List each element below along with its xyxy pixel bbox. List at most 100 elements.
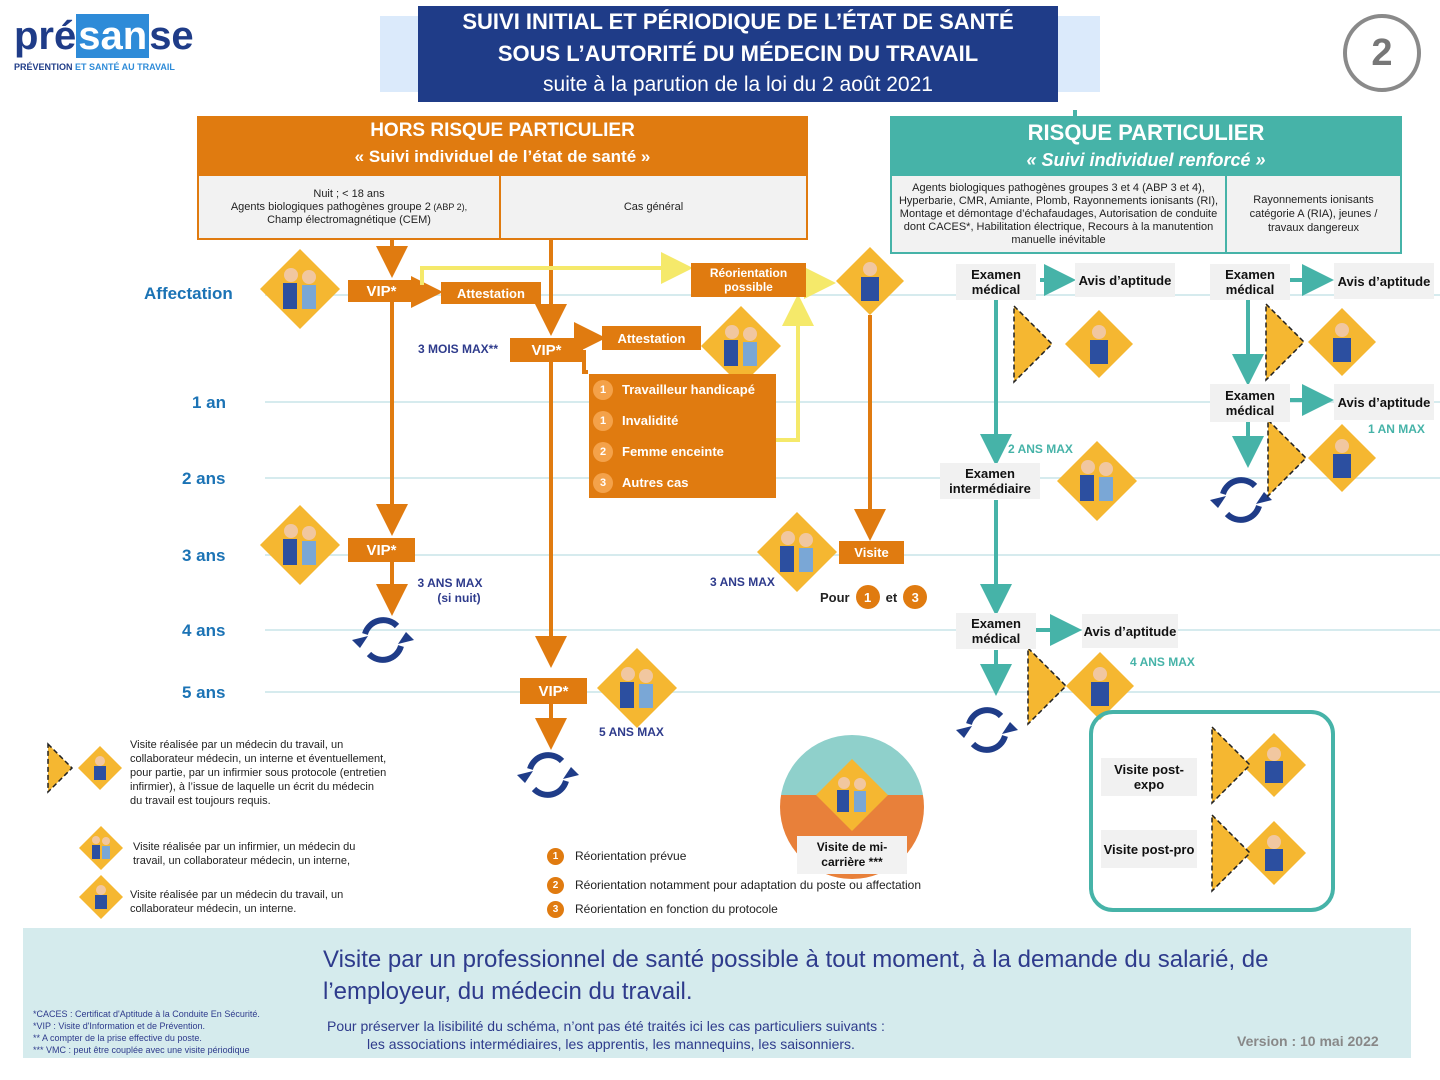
case-box-general: Cas général — [499, 174, 808, 240]
three-years-label: 3 ANS MAX — [710, 575, 775, 589]
pour-label: Pour — [820, 589, 850, 605]
legend-text-2: Visite réalisée par un infirmier, un méd… — [133, 841, 356, 867]
reorientation-legend-item: 2 Réorientation notamment pour adaptatio… — [547, 876, 947, 894]
logo-text-pre: pré — [14, 14, 77, 58]
logo-tagline-b: ET SANTÉ AU TRAVAIL — [75, 62, 175, 72]
title-line-3: suite à la parution de la loi du 2 août … — [543, 73, 933, 96]
special-case-row: 2 Femme enceinte — [589, 436, 776, 467]
three-years-night-label: 3 ANS MAX (si nuit) — [410, 576, 490, 606]
legend-text-3: Visite réalisée par un médecin du travai… — [130, 889, 344, 915]
five-years-label: 5 ANS MAX — [599, 725, 664, 739]
four-years-label: 4 ANS MAX — [1130, 655, 1195, 669]
timeline-2-ans: 2 ans — [182, 469, 226, 488]
footnote-caces: *CACES : Certificat d'Aptitude à la Cond… — [33, 1009, 260, 1019]
case-label: Invalidité — [622, 413, 679, 428]
title-line-2: SOUS L’AUTORITÉ DU MÉDECIN DU TRAVAIL — [497, 41, 979, 66]
special-case-row: 1 Travailleur handicapé — [589, 374, 776, 405]
vip-box-3-ans: VIP* — [348, 538, 415, 562]
footer-note-2: les associations intermédiaires, les app… — [367, 1036, 855, 1052]
vip-box-5-ans: VIP* — [520, 678, 587, 704]
risque-subtitle: « Suivi individuel renforcé » — [1026, 150, 1266, 170]
reorientation-box: Réorientation possible — [691, 263, 806, 297]
special-case-row: 1 Invalidité — [589, 405, 776, 436]
case-nuit-line3: Champ électromagnétique (CEM) — [267, 213, 431, 226]
footnote-prise: ** A compter de la prise effective du po… — [33, 1033, 202, 1043]
two-years-label: 2 ANS MAX — [1008, 442, 1073, 456]
timeline-affectation: Affectation — [144, 284, 233, 303]
hors-risque-subtitle: « Suivi individuel de l’état de santé » — [354, 147, 651, 166]
et-label: et — [885, 589, 898, 605]
post-pro-box: Visite post-pro — [1101, 830, 1197, 868]
case-number-badge: 1 — [593, 410, 613, 431]
case-label: Travailleur handicapé — [622, 382, 755, 397]
case-general-label: Cas général — [623, 201, 684, 213]
avis-aptitude-box-4: Avis d’aptitude — [1082, 614, 1178, 648]
case-nuit-abp: (ABP 2), — [430, 201, 468, 212]
examen-medical-box-4: Examen médical — [956, 613, 1036, 649]
risk-case-box-1: Agents biologiques pathogènes groupes 3 … — [890, 174, 1227, 254]
legend-item-text: Réorientation en fonction du protocole — [575, 902, 778, 916]
risk-case-box-2: Rayonnements ionisants catégorie A (RIA)… — [1225, 174, 1402, 254]
legend-number-badge: 3 — [547, 900, 564, 918]
vip-box-affectation: VIP* — [348, 280, 415, 302]
reorientation-legend: 1 Réorientation prévue 2 Réorientation n… — [547, 847, 947, 918]
avis-aptitude-box-3: Avis d’aptitude — [1334, 384, 1434, 420]
examen-medical-box-1: Examen médical — [956, 264, 1036, 300]
attestation-box-2: Attestation — [602, 326, 701, 350]
legend-number-badge: 1 — [547, 847, 564, 865]
logo-tagline-a: PRÉVENTION — [14, 62, 76, 72]
three-years-night-a: 3 ANS MAX — [417, 576, 483, 590]
case-box-nuit: Nuit ; < 18 ans Agents biologiques patho… — [197, 174, 501, 240]
risk-case-2-text: Rayonnements ionisants catégorie A (RIA)… — [1249, 194, 1378, 234]
case-number-badge: 3 — [593, 472, 613, 493]
footer-version: Version : 10 mai 2022 — [1237, 1033, 1379, 1049]
risk-case-1-text: Agents biologiques pathogènes groupes 3 … — [898, 181, 1219, 246]
vip-box-general: VIP* — [510, 338, 583, 362]
avis-aptitude-box-1: Avis d’aptitude — [1075, 263, 1175, 297]
footer-note-1: Pour préserver la lisibilité du schéma, … — [327, 1018, 885, 1034]
footnote-vip: *VIP : Visite d'Information et de Préven… — [33, 1021, 205, 1031]
examen-intermediaire-box: Examen intermédiaire — [940, 463, 1040, 499]
legend-text-1: Visite réalisée par un médecin du travai… — [130, 739, 387, 807]
attestation-box-1: Attestation — [441, 282, 541, 304]
timeline-1-an: 1 an — [192, 393, 227, 412]
post-expo-box: Visite post-expo — [1101, 758, 1197, 796]
case-number-badge: 1 — [593, 379, 613, 400]
three-months-label: 3 MOIS MAX** — [418, 342, 499, 356]
footnotes: *CACES : Certificat d'Aptitude à la Cond… — [33, 1008, 260, 1056]
special-case-row: 3 Autres cas — [589, 467, 776, 498]
hors-risque-title: HORS RISQUE PARTICULIER — [370, 120, 635, 141]
page-number: 2 — [1371, 31, 1393, 74]
three-years-night-b: (si nuit) — [437, 591, 481, 605]
page-number-badge: 2 — [1343, 14, 1421, 92]
legend-item-text: Réorientation notamment pour adaptation … — [575, 878, 922, 892]
special-cases-list: 1 Travailleur handicapé 1 Invalidité 2 F… — [589, 374, 776, 498]
legend-item-text: Réorientation prévue — [575, 849, 687, 863]
logo-text-san: san — [76, 14, 150, 58]
title-banner: SUIVI INITIAL ET PÉRIODIQUE DE L’ÉTAT DE… — [418, 6, 1058, 102]
case-label: Femme enceinte — [622, 444, 724, 459]
case-nuit-line1: Nuit ; < 18 ans — [313, 187, 385, 200]
title-line-1: SUIVI INITIAL ET PÉRIODIQUE DE L’ÉTAT DE… — [462, 9, 1014, 34]
pour-cases: Pour 1 et 3 — [820, 585, 928, 609]
case-number-badge: 2 — [593, 441, 613, 462]
case-1-badge: 1 — [855, 585, 880, 609]
risque-particulier-header: RISQUE PARTICULIER « Suivi individuel re… — [890, 116, 1402, 174]
one-year-label: 1 AN MAX — [1368, 422, 1425, 436]
footer-main-text: Visite par un professionnel de santé pos… — [323, 946, 1269, 1005]
logo-text-se: se — [149, 14, 194, 58]
footer-panel: Visite par un professionnel de santé pos… — [23, 928, 1411, 1058]
examen-medical-box-3: Examen médical — [1210, 384, 1290, 422]
case-label: Autres cas — [622, 475, 689, 490]
risque-title: RISQUE PARTICULIER — [1027, 120, 1265, 145]
presanse-logo: présanse PRÉVENTION ET SANTÉ AU TRAVAIL — [14, 14, 214, 84]
case-nuit-line2: Agents biologiques pathogènes groupe 2 — [230, 200, 431, 213]
avis-aptitude-box-2: Avis d’aptitude — [1334, 263, 1434, 299]
mid-career-box: Visite de mi-carrière *** — [797, 836, 907, 874]
timeline-4-ans: 4 ans — [182, 621, 226, 640]
case-3-badge: 3 — [903, 585, 928, 609]
timeline-3-ans: 3 ans — [182, 546, 226, 565]
reorientation-legend-item: 1 Réorientation prévue — [547, 847, 947, 865]
reorientation-legend-item: 3 Réorientation en fonction du protocole — [547, 900, 947, 918]
examen-medical-box-2: Examen médical — [1210, 264, 1290, 300]
